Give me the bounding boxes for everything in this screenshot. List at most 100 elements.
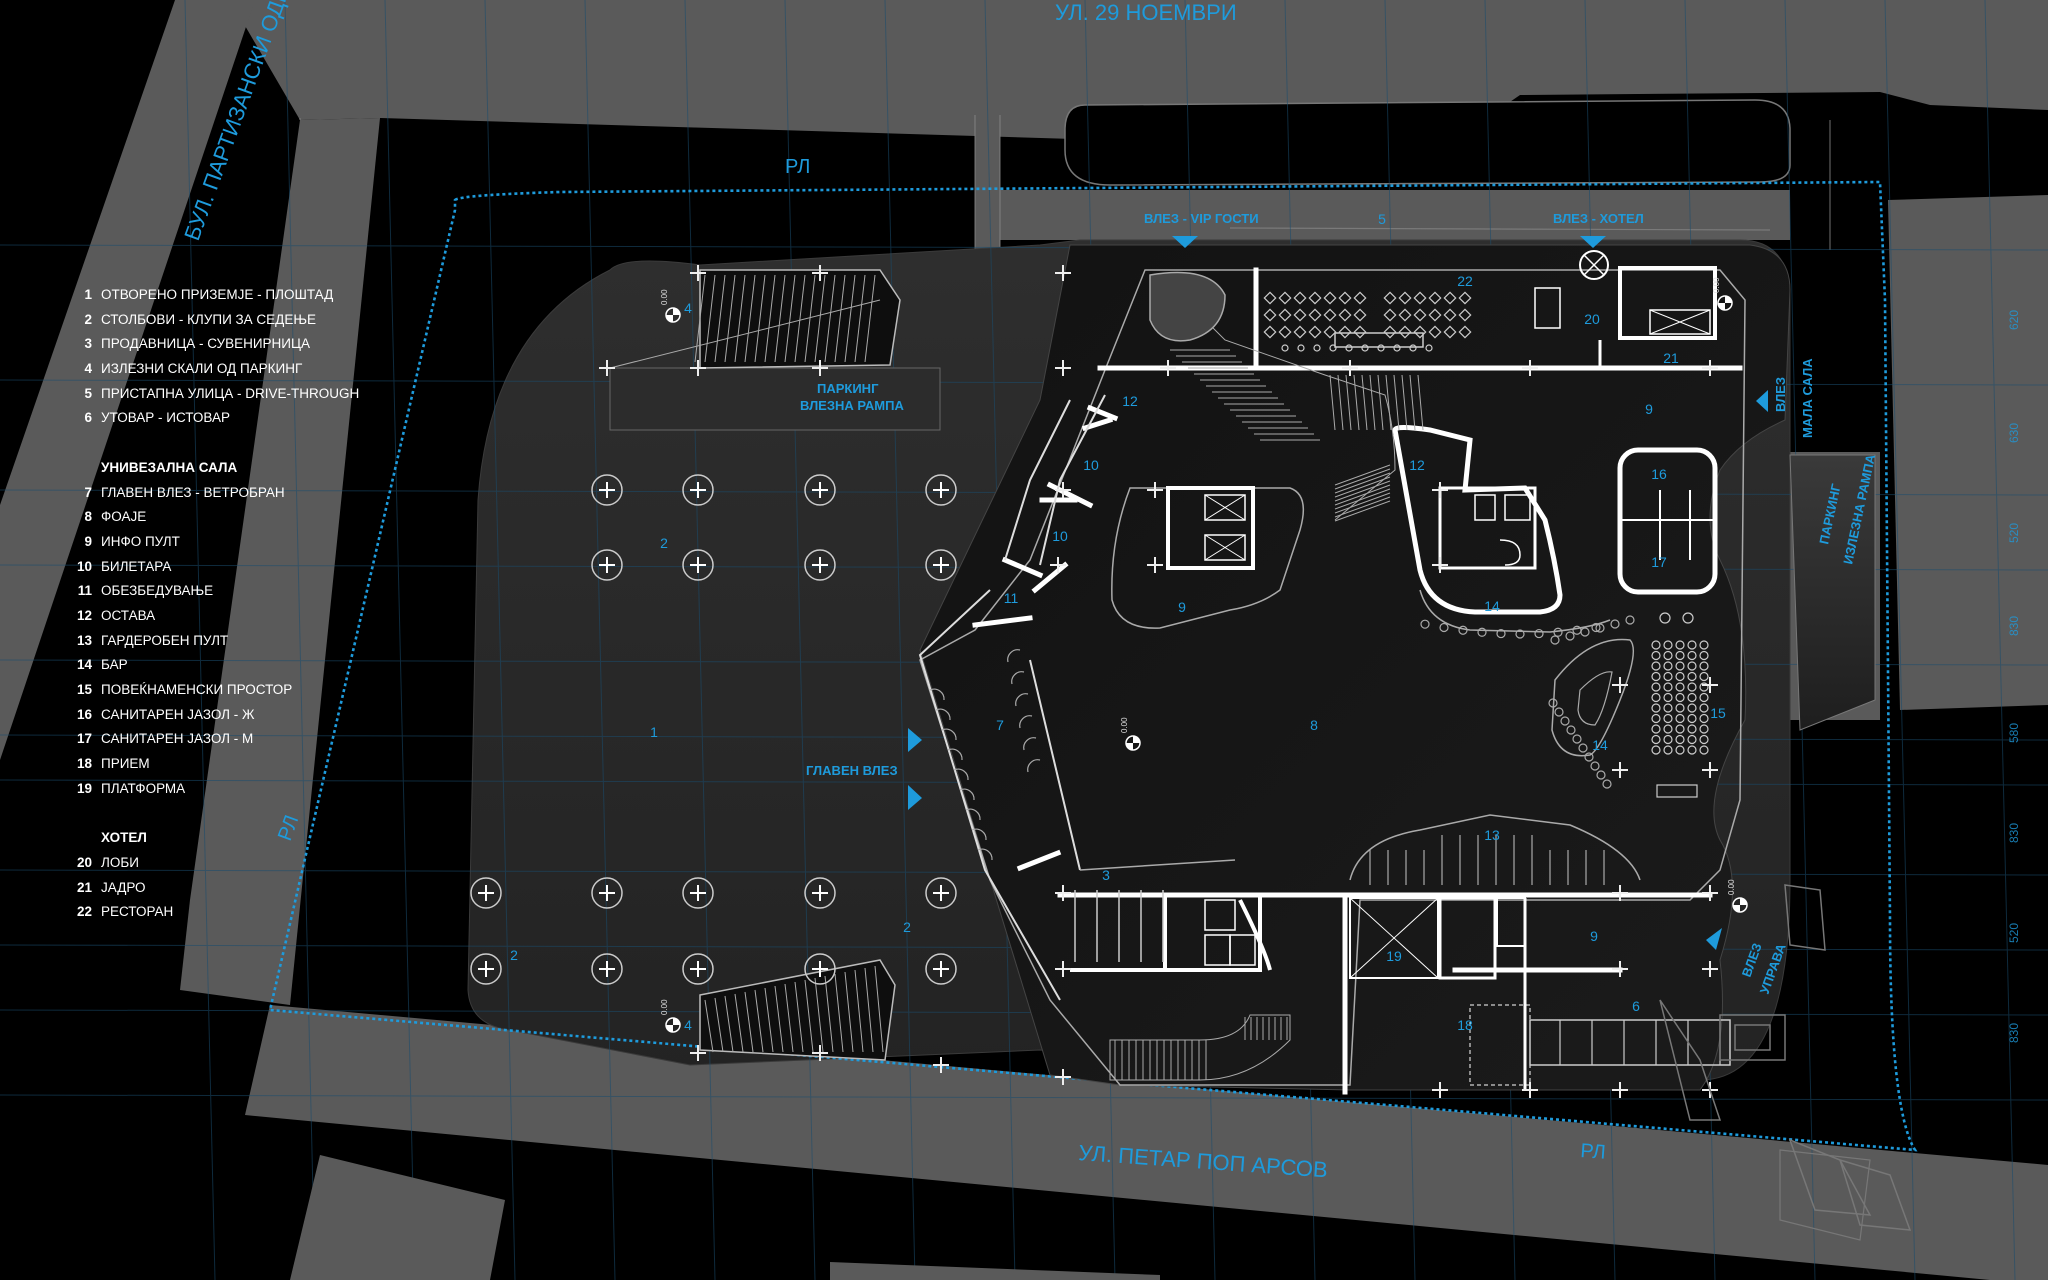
grand-stair xyxy=(1170,304,1424,522)
table xyxy=(1656,784,1698,798)
bar-stool xyxy=(1572,734,1582,744)
stair-step xyxy=(864,274,876,363)
rl-label-north: РЛ xyxy=(785,156,810,178)
room-number: 17 xyxy=(1651,554,1667,570)
restaurant-table xyxy=(1278,325,1292,339)
east-ramp xyxy=(1789,454,1876,731)
bar-island-inner xyxy=(1577,671,1613,726)
column xyxy=(804,877,836,909)
restaurant-table xyxy=(1458,291,1472,305)
restaurant-chair xyxy=(1313,344,1321,352)
stair-step xyxy=(704,999,714,1053)
seat xyxy=(1663,640,1673,650)
entrance-arrows xyxy=(908,236,1768,950)
plaza-columns xyxy=(470,474,957,985)
level-markers: 0.00 0.00 0.00 0.00 0.00 xyxy=(660,277,1748,1033)
column-ring xyxy=(925,549,957,581)
restaurant-chair xyxy=(1393,344,1401,352)
restaurant-table xyxy=(1338,308,1352,322)
stair-step xyxy=(724,274,736,363)
restaurant-table xyxy=(1458,325,1472,339)
stair-step xyxy=(794,274,806,363)
seat xyxy=(1651,703,1661,713)
stair-step xyxy=(1337,374,1344,431)
vip-entrance-label: ВЛЕЗ - VIP ГОСТИ xyxy=(1144,211,1259,226)
elevation-label: 620 xyxy=(2007,310,2021,330)
restaurant-table xyxy=(1353,325,1367,339)
stair-step xyxy=(774,274,786,363)
column xyxy=(804,953,836,985)
stair-step xyxy=(754,274,766,363)
restaurant-table xyxy=(1263,308,1277,322)
column xyxy=(591,877,623,909)
parking-exit-ramp xyxy=(699,959,896,1061)
stair-step xyxy=(764,274,776,363)
column-ring xyxy=(591,474,623,506)
seat xyxy=(1663,682,1673,692)
room-number: 15 xyxy=(1710,705,1726,721)
restaurant-table xyxy=(1428,325,1442,339)
column xyxy=(925,549,957,581)
room-number: 10 xyxy=(1052,528,1068,544)
traffic-island xyxy=(1064,99,1791,186)
seat xyxy=(1651,692,1661,703)
seat xyxy=(1651,713,1661,724)
small-hall-entrance-label-1: ВЛЕЗ xyxy=(1773,377,1788,412)
bar-stool xyxy=(1534,628,1544,639)
seat xyxy=(1699,682,1709,692)
restaurant-table xyxy=(1308,291,1322,305)
stair-step xyxy=(864,967,874,1053)
door-swing xyxy=(965,808,981,821)
stair-outline xyxy=(1109,1014,1291,1081)
stair-rail xyxy=(1189,304,1396,521)
column-ring xyxy=(591,877,623,909)
column-ring xyxy=(591,953,623,985)
bar-stool xyxy=(1554,707,1564,717)
south-buildings xyxy=(290,1155,1160,1280)
column xyxy=(925,953,957,985)
restaurant-chair xyxy=(1409,344,1417,352)
seat xyxy=(1699,713,1709,724)
restaurant-table xyxy=(1293,325,1307,339)
room-numbers: 1 2 2 2 3 4 4 5 6 7 8 9 9 9 10 10 11 12 … xyxy=(510,211,1726,1033)
hotel-entrance-label: ВЛЕЗ - ХОТЕЛ xyxy=(1553,211,1644,226)
seat xyxy=(1687,692,1697,703)
column xyxy=(682,549,714,581)
restaurant-table xyxy=(1263,291,1277,305)
column-ring xyxy=(591,549,623,581)
elevation-label: 830 xyxy=(2007,1023,2021,1043)
legend-heading-hotel: ХОТЕЛ xyxy=(101,830,147,846)
room-number: 22 xyxy=(1457,273,1473,289)
door-swing xyxy=(1023,737,1037,751)
seat xyxy=(1687,650,1697,661)
stair-step xyxy=(764,987,774,1053)
seat xyxy=(1675,650,1685,661)
seat xyxy=(1699,661,1709,671)
column xyxy=(591,953,623,985)
room-number: 9 xyxy=(1590,928,1598,944)
room-number: 7 xyxy=(996,717,1004,733)
seat xyxy=(1651,745,1661,755)
bar-stool xyxy=(1477,627,1487,637)
stair-step xyxy=(1334,480,1391,502)
restaurant-table xyxy=(1308,308,1322,322)
restaurant-table xyxy=(1398,308,1412,322)
seat xyxy=(1663,724,1673,734)
restaurant-chair xyxy=(1377,344,1385,352)
seat xyxy=(1687,724,1697,734)
bar-stool xyxy=(1458,625,1468,635)
cloakroom xyxy=(1349,814,1641,881)
core-right xyxy=(1392,425,1563,615)
